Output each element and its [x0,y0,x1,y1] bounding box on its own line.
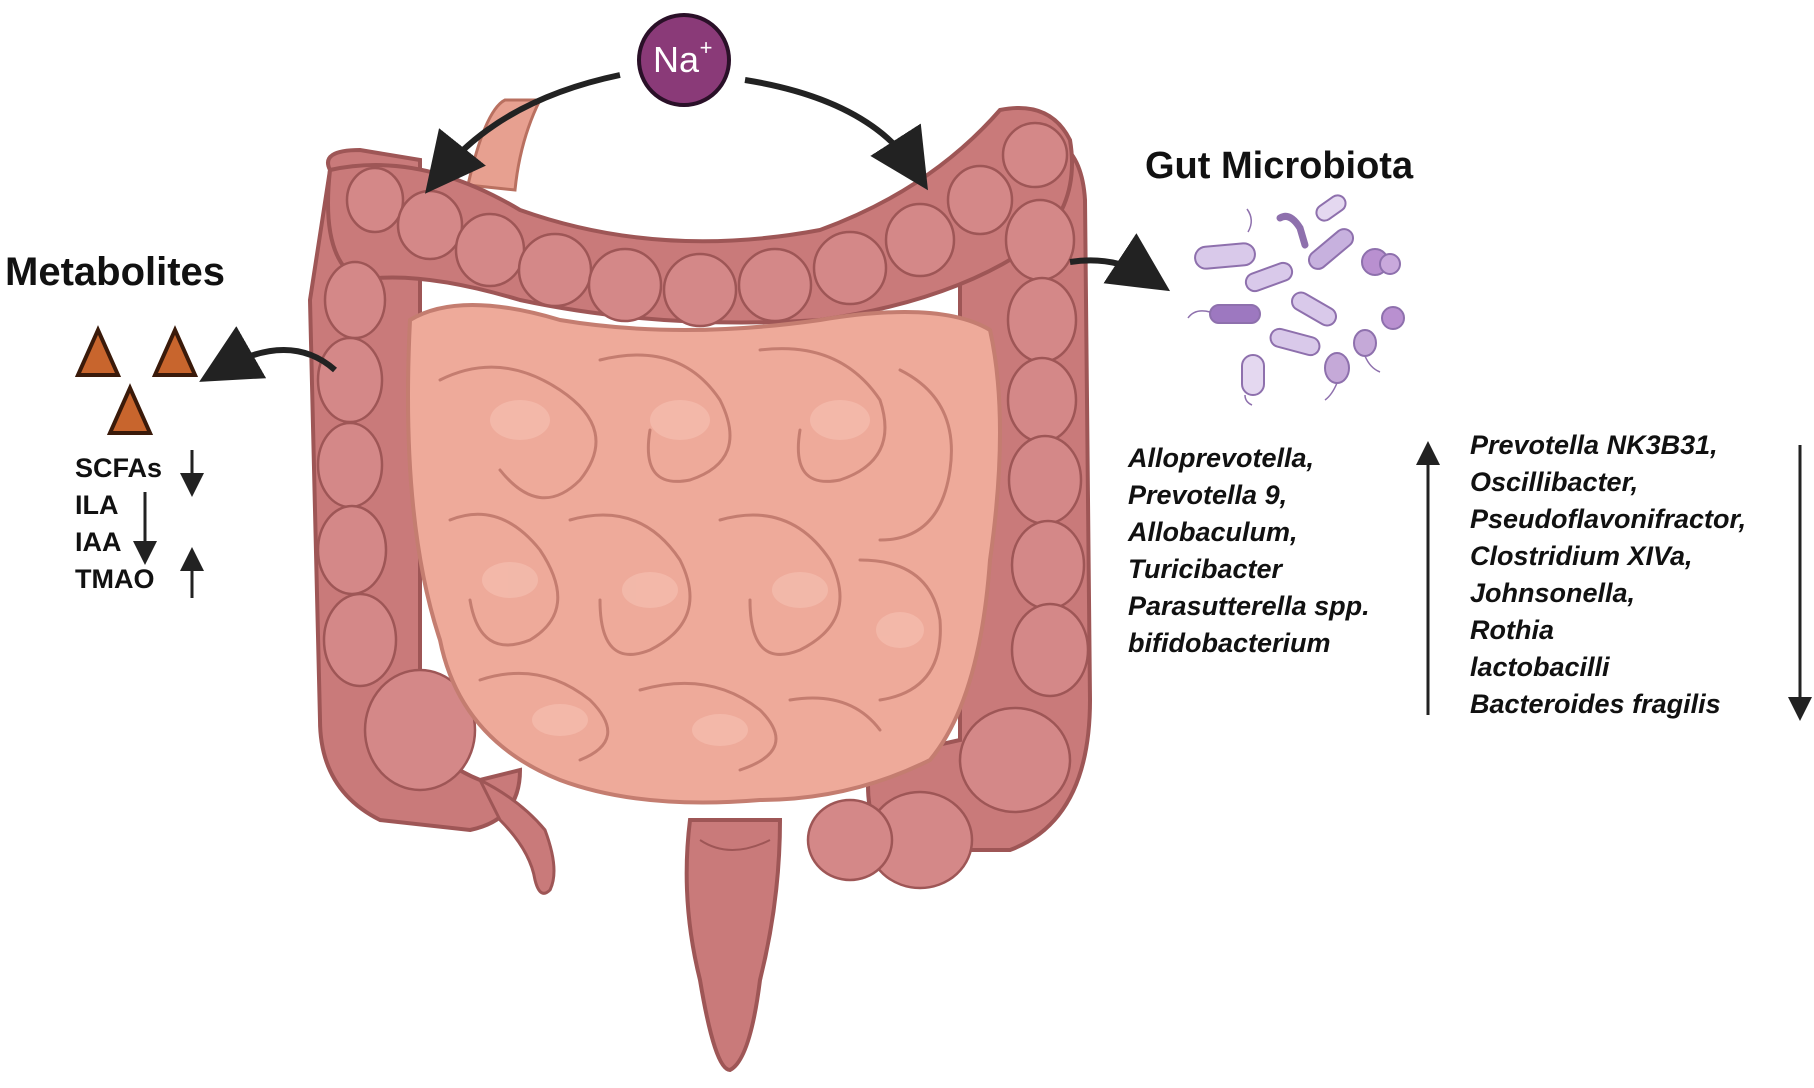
decreased-genus: Pseudoflavonifractor, [1470,504,1746,534]
small-intestine [406,303,1002,805]
sodium-symbol: Na [653,39,700,80]
intestine-illustration [307,98,1093,1073]
sodium-arrow-right [744,77,928,191]
metabolite-iaa: IAA [75,527,122,557]
metabolite-triangle-icon [74,325,122,377]
microbiota-title: Gut Microbiota [1145,145,1414,187]
decreased-genus: Prevotella NK3B31, [1470,430,1718,460]
increased-genus: Allobaculum, [1127,517,1298,547]
metabolites-arrow [199,326,337,382]
increased-genus: Alloprevotella, [1127,443,1314,473]
sodium-charge: + [700,35,713,60]
decreased-genus: Clostridium XIVa, [1470,541,1693,571]
increased-genus: bifidobacterium [1128,628,1331,658]
metabolite-list: SCFAs ILA IAA TMAO [75,453,162,594]
metabolite-tmao: TMAO [75,564,154,594]
metabolite-scfas: SCFAs [75,453,162,483]
microbiota-arrow [1069,233,1171,292]
metabolite-triangle-icon [151,325,199,377]
sodium-arrow-left [424,72,621,194]
decreased-genus: Bacteroides fragilis [1470,689,1721,719]
metabolite-triangles [74,325,199,435]
metabolites-title: Metabolites [5,250,225,294]
metabolite-triangle-icon [106,383,154,435]
decreased-genus: Johnsonella, [1470,578,1635,608]
increased-genus: Parasutterella spp. [1128,591,1370,621]
increased-genus: Turicibacter [1128,554,1284,584]
bacteria-cluster-icon [1187,194,1405,406]
metabolite-ila: ILA [75,490,119,520]
increased-genera-list: Alloprevotella, Prevotella 9, Allobaculu… [1127,443,1370,658]
increased-genus: Prevotella 9, [1128,480,1287,510]
decreased-genera-list: Prevotella NK3B31, Oscillibacter, Pseudo… [1470,430,1746,719]
sodium-ion: Na + [637,13,731,107]
decreased-genus: Rothia [1470,615,1554,645]
decreased-genus: lactobacilli [1470,652,1610,682]
decreased-genus: Oscillibacter, [1470,467,1638,497]
